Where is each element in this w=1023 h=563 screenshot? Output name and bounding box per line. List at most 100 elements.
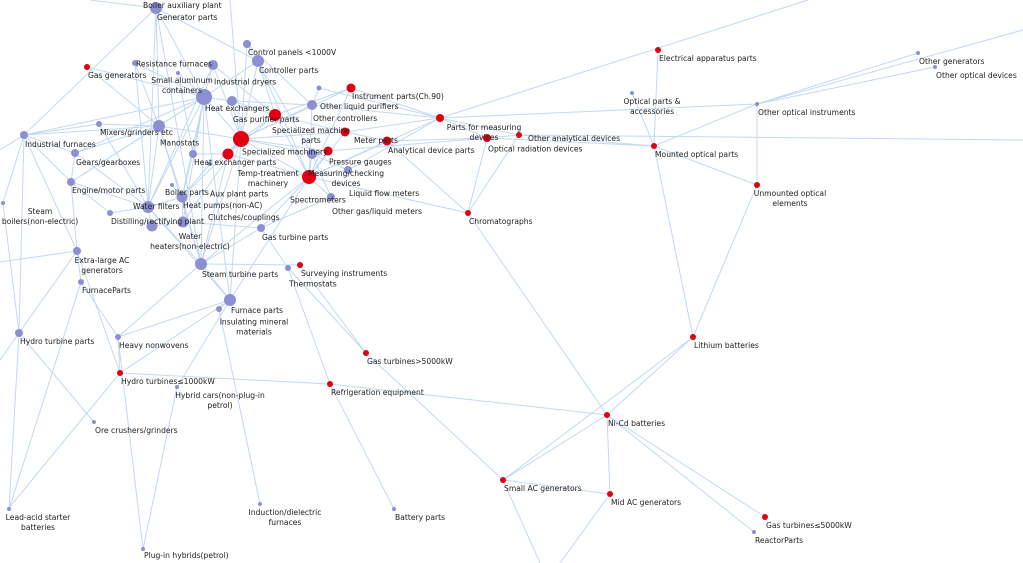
network-node[interactable]: [258, 502, 262, 506]
network-node[interactable]: [73, 247, 81, 255]
network-node[interactable]: [483, 134, 491, 142]
edge: [200, 263, 231, 301]
node-label-line: Resistance furnaces: [136, 60, 212, 69]
network-node[interactable]: [307, 100, 317, 110]
edge: [182, 221, 262, 229]
network-node[interactable]: [208, 60, 218, 70]
node-label-line: Engine/motor parts: [72, 186, 145, 195]
network-node[interactable]: [117, 370, 123, 376]
network-node[interactable]: [132, 60, 138, 66]
node-label-line: Steam: [28, 207, 53, 216]
node-label-line: Measuring/checking: [308, 169, 384, 178]
network-node[interactable]: [346, 83, 356, 93]
network-node[interactable]: [323, 146, 333, 156]
edge: [200, 153, 229, 265]
network-node[interactable]: [252, 55, 264, 67]
network-node[interactable]: [607, 491, 613, 497]
network-node[interactable]: [71, 149, 79, 157]
network-node[interactable]: [224, 294, 236, 306]
network-node[interactable]: [170, 183, 174, 187]
network-node[interactable]: [7, 507, 11, 511]
network-node[interactable]: [150, 2, 162, 14]
network-node[interactable]: [176, 71, 180, 75]
network-node[interactable]: [500, 477, 506, 483]
network-node[interactable]: [233, 131, 249, 147]
edge: [177, 72, 194, 155]
node-label-line: Induction/dielectric: [249, 508, 322, 517]
network-node[interactable]: [762, 514, 768, 520]
network-node[interactable]: [754, 182, 760, 188]
network-node[interactable]: [146, 220, 158, 232]
edge: [347, 117, 441, 171]
network-node[interactable]: [20, 131, 28, 139]
network-node[interactable]: [222, 148, 234, 160]
node-label-line: Optical radiation devices: [488, 145, 582, 154]
network-node[interactable]: [141, 547, 145, 551]
network-node[interactable]: [78, 279, 84, 285]
network-node[interactable]: [195, 258, 207, 270]
network-node[interactable]: [257, 224, 265, 232]
node-label-line: Analytical device parts: [388, 146, 475, 155]
network-node[interactable]: [392, 507, 396, 511]
network-node[interactable]: [216, 306, 222, 312]
network-node[interactable]: [1, 201, 5, 205]
edge: [350, 87, 441, 119]
network-node[interactable]: [651, 143, 657, 149]
network-node[interactable]: [655, 47, 661, 53]
network-node[interactable]: [327, 193, 335, 201]
network-node[interactable]: [115, 334, 121, 340]
network-node[interactable]: [175, 385, 179, 389]
network-node[interactable]: [916, 51, 920, 55]
network-node[interactable]: [690, 334, 696, 340]
network-node[interactable]: [96, 121, 102, 127]
edge: [486, 137, 655, 147]
network-node[interactable]: [933, 65, 937, 69]
edge: [181, 153, 194, 198]
edge: [257, 60, 276, 116]
node-label-line: Hydro turbines≤1000kW: [121, 377, 215, 386]
network-node[interactable]: [297, 262, 303, 268]
network-node[interactable]: [436, 114, 444, 122]
network-node[interactable]: [755, 102, 759, 106]
network-node[interactable]: [285, 265, 291, 271]
edge: [134, 62, 149, 208]
network-node[interactable]: [208, 162, 212, 166]
network-node[interactable]: [15, 329, 23, 337]
network-node[interactable]: [269, 109, 281, 121]
node-label: Pressure gauges: [329, 158, 392, 167]
network-node[interactable]: [196, 89, 212, 105]
network-node[interactable]: [327, 381, 333, 387]
edge: [70, 125, 160, 183]
network-node[interactable]: [92, 420, 96, 424]
network-node[interactable]: [107, 210, 113, 216]
network-node[interactable]: [465, 210, 471, 216]
network-node[interactable]: [344, 166, 352, 174]
node-label-line: Distilling/rectifying plant: [111, 217, 204, 226]
network-node[interactable]: [302, 170, 316, 184]
network-node[interactable]: [340, 127, 350, 137]
node-label: Engine/motor parts: [72, 186, 145, 195]
network-node[interactable]: [176, 191, 188, 203]
network-node[interactable]: [153, 120, 165, 132]
node-label: Refrigeration equipment: [331, 388, 424, 397]
network-node[interactable]: [142, 201, 154, 213]
network-node[interactable]: [307, 149, 317, 159]
network-node[interactable]: [382, 136, 392, 146]
network-node[interactable]: [604, 412, 610, 418]
network-node[interactable]: [630, 91, 634, 95]
network-node[interactable]: [363, 350, 369, 356]
network-node[interactable]: [316, 85, 322, 91]
network-node[interactable]: [516, 132, 522, 138]
node-label: Gas purifier parts: [233, 115, 299, 124]
network-node[interactable]: [84, 64, 90, 70]
network-node[interactable]: [67, 178, 75, 186]
network-node[interactable]: [752, 530, 756, 534]
edge: [23, 96, 205, 136]
network-node[interactable]: [177, 216, 189, 228]
network-node[interactable]: [243, 40, 251, 48]
network-node[interactable]: [227, 96, 237, 106]
network-node[interactable]: [189, 150, 197, 158]
node-label-line: Thermostats: [288, 280, 337, 289]
